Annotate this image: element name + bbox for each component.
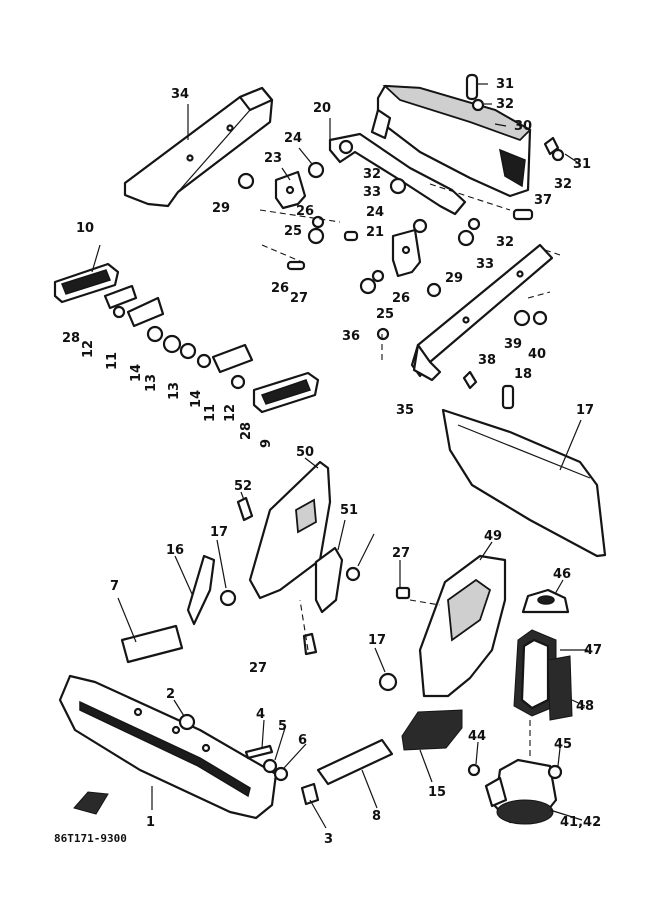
callout-11: 11 bbox=[203, 404, 218, 422]
assembly-lines bbox=[259, 183, 561, 760]
part-21-bracket bbox=[391, 228, 422, 278]
callout-28: 28 bbox=[239, 422, 254, 440]
part-41-42-duct bbox=[484, 758, 558, 825]
callout-50: 51 bbox=[340, 503, 358, 518]
part-15-pad bbox=[401, 709, 463, 751]
callout-14: 14 bbox=[129, 364, 144, 382]
part-22-bracket bbox=[274, 170, 307, 210]
parts-39-40-37-19 bbox=[462, 309, 548, 410]
part-35-bracket bbox=[123, 86, 274, 208]
part-18-panel bbox=[441, 408, 607, 558]
callout-2: 2 bbox=[166, 687, 175, 702]
callout-29: 29 bbox=[212, 201, 230, 216]
part-9-lamp bbox=[252, 371, 320, 414]
callout-4: 4 bbox=[256, 707, 265, 722]
callout-34: 35 bbox=[396, 403, 414, 418]
callout-33: 33 bbox=[476, 257, 494, 272]
part-49-side-cover bbox=[248, 460, 332, 600]
callout-37: 38 bbox=[478, 353, 496, 368]
part-20-arm bbox=[328, 132, 467, 216]
callout-26: 26 bbox=[271, 281, 289, 296]
callout-40: 40 bbox=[528, 347, 546, 362]
part-badge bbox=[73, 791, 109, 815]
callout-32: 32 bbox=[496, 235, 514, 250]
callout-46: 47 bbox=[584, 643, 602, 658]
callout-19: 18 bbox=[514, 367, 532, 382]
callout-12: 12 bbox=[223, 404, 238, 422]
callout-13: 13 bbox=[144, 374, 159, 392]
callout-25: 26 bbox=[296, 204, 314, 219]
callout-47: 48 bbox=[576, 699, 594, 714]
callout-labels: 34 20 31 32 30 31 24 23 32 33 32 29 26 2… bbox=[62, 77, 602, 847]
fasteners-top bbox=[237, 73, 565, 341]
part-47-grille bbox=[547, 655, 573, 721]
callout-35: 34 bbox=[171, 87, 189, 102]
callout-32: 32 bbox=[496, 97, 514, 112]
part-50-bracket bbox=[314, 546, 344, 614]
callout-28: 28 bbox=[62, 331, 80, 346]
callout-1: 1 bbox=[146, 815, 155, 830]
part-30-carrier bbox=[370, 84, 532, 198]
callout-27: 27 bbox=[249, 661, 267, 676]
callout-3: 3 bbox=[324, 832, 333, 847]
callout-10: 10 bbox=[76, 221, 94, 236]
part-45-cap bbox=[521, 588, 570, 614]
callout-32: 32 bbox=[363, 167, 381, 182]
callout-13: 13 bbox=[167, 382, 182, 400]
callout-30: 30 bbox=[514, 119, 532, 134]
callout-24: 25 bbox=[376, 307, 394, 322]
callout-12: 12 bbox=[81, 340, 96, 358]
callout-49: 50 bbox=[296, 445, 314, 460]
callout-32: 32 bbox=[554, 177, 572, 192]
callout-31: 31 bbox=[496, 77, 514, 92]
part-10-lamp bbox=[53, 262, 120, 304]
callout-25: 26 bbox=[392, 291, 410, 306]
callout-23: 24 bbox=[366, 205, 384, 220]
callout-26: 27 bbox=[290, 291, 308, 306]
callout-43: 44 bbox=[468, 729, 486, 744]
callout-17: 17 bbox=[210, 525, 228, 540]
callout-38: 37 bbox=[534, 193, 552, 208]
callout-39: 39 bbox=[504, 337, 522, 352]
part-44-grommet bbox=[547, 764, 563, 780]
callout-51: 52 bbox=[234, 479, 252, 494]
part-46-duct bbox=[513, 629, 557, 717]
callout-36: 36 bbox=[342, 329, 360, 344]
callout-33: 33 bbox=[363, 185, 381, 200]
parts-51-52-17-16-7 bbox=[120, 496, 361, 664]
leader-lines bbox=[91, 83, 588, 829]
part-17-grommet bbox=[378, 672, 398, 692]
callout-23: 24 bbox=[284, 131, 302, 146]
callout-6: 6 bbox=[298, 733, 307, 748]
callout-31: 31 bbox=[573, 157, 591, 172]
callout-45: 46 bbox=[553, 567, 571, 582]
part-1-bumper bbox=[58, 674, 278, 820]
callout-17: 17 bbox=[368, 633, 386, 648]
callout-18: 17 bbox=[576, 403, 594, 418]
part-43-grommet bbox=[467, 763, 481, 777]
parts-2-3-4-5-6-8 bbox=[178, 713, 394, 806]
callout-14: 14 bbox=[189, 390, 204, 408]
callout-5: 5 bbox=[278, 719, 287, 734]
callout-44: 45 bbox=[554, 737, 572, 752]
callout-48: 49 bbox=[484, 529, 502, 544]
diagram-code: 86T171-9300 bbox=[54, 832, 127, 845]
callout-20: 20 bbox=[313, 101, 331, 116]
callout-27: 27 bbox=[392, 546, 410, 561]
callout-8: 8 bbox=[372, 809, 381, 824]
part-48-lower-cover bbox=[395, 554, 507, 698]
callout-22: 23 bbox=[264, 151, 282, 166]
callout-29: 29 bbox=[445, 271, 463, 286]
callout-24: 25 bbox=[284, 224, 302, 239]
callout-16: 16 bbox=[166, 543, 184, 558]
callout-41-42: 41,42 bbox=[560, 815, 601, 830]
part-34-rail bbox=[410, 243, 554, 382]
callout-9: 9 bbox=[259, 439, 274, 448]
callout-7: 7 bbox=[110, 579, 119, 594]
left-small-parts bbox=[103, 284, 254, 390]
callout-21: 21 bbox=[366, 225, 384, 240]
callout-11: 11 bbox=[105, 352, 120, 370]
callout-15: 15 bbox=[428, 785, 446, 800]
